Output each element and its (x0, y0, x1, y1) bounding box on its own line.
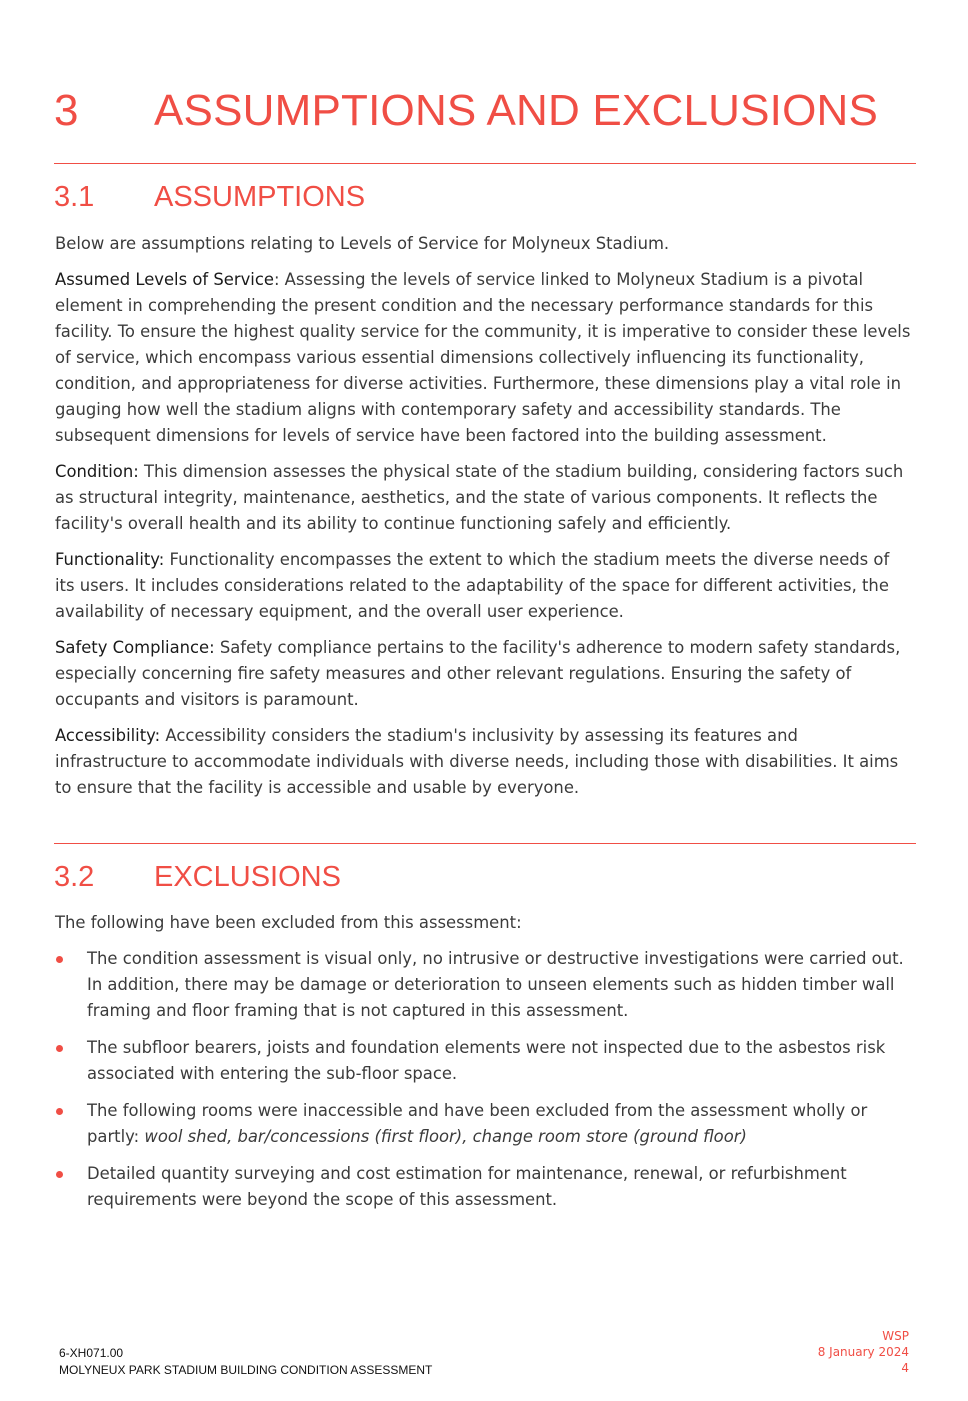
excluded-rooms: wool shed, bar/concessions (first floor)… (144, 1127, 747, 1146)
subsection-number: 3.1 (54, 181, 95, 213)
assumption-paragraph: Functionality: Functionality encompasses… (55, 547, 913, 625)
exclusions-list: The condition assessment is visual only,… (55, 946, 913, 1213)
exclusion-text: The condition assessment is visual only,… (87, 949, 904, 1020)
section-number: 3 (54, 86, 79, 135)
exclusion-item: The subfloor bearers, joists and foundat… (55, 1035, 913, 1087)
assumption-label: Safety Compliance: (55, 638, 215, 657)
subsection-heading-assumptions: 3.1 ASSUMPTIONS (54, 181, 365, 214)
exclusion-item: Detailed quantity surveying and cost est… (55, 1161, 913, 1213)
subsection-title: EXCLUSIONS (154, 861, 341, 893)
section-divider (54, 843, 916, 844)
assumption-text: : Assessing the levels of service linked… (55, 270, 911, 445)
bullet-icon (56, 1045, 63, 1052)
assumption-paragraph: Accessibility: Accessibility considers t… (55, 723, 913, 801)
footer-left: 6-XH071.00 MOLYNEUX PARK STADIUM BUILDIN… (59, 1345, 432, 1379)
assumptions-body: Below are assumptions relating to Levels… (55, 231, 913, 811)
project-code: 6-XH071.00 (59, 1346, 124, 1360)
assumption-paragraph: Assumed Levels of Service: Assessing the… (55, 267, 913, 449)
exclusion-item: The condition assessment is visual only,… (55, 946, 913, 1024)
section-title: ASSUMPTIONS AND EXCLUSIONS (154, 86, 879, 135)
assumption-text: Safety compliance pertains to the facili… (55, 638, 901, 709)
exclusion-text: Detailed quantity surveying and cost est… (87, 1164, 847, 1209)
assumption-paragraph: Safety Compliance: Safety compliance per… (55, 635, 913, 713)
assumption-label: Assumed Levels of Service (55, 270, 274, 289)
exclusions-body: The following have been excluded from th… (55, 910, 913, 1224)
company-name: WSP (882, 1329, 909, 1343)
assumption-paragraph: Condition: This dimension assesses the p… (55, 459, 913, 537)
assumption-label: Accessibility: (55, 726, 161, 745)
assumption-label: Condition: (55, 462, 139, 481)
bullet-icon (56, 956, 63, 963)
assumptions-intro: Below are assumptions relating to Levels… (55, 234, 670, 253)
exclusion-text: The following rooms were inaccessible an… (87, 1101, 868, 1146)
document-date: 8 January 2024 (817, 1345, 909, 1359)
subsection-title: ASSUMPTIONS (154, 181, 366, 213)
exclusion-text: The subfloor bearers, joists and foundat… (87, 1038, 886, 1083)
assumption-text: Functionality encompasses the extent to … (55, 550, 890, 621)
footer-right: WSP 8 January 2024 4 (818, 1328, 909, 1376)
document-title: MOLYNEUX PARK STADIUM BUILDING CONDITION… (59, 1363, 433, 1377)
assumption-label: Functionality: (55, 550, 165, 569)
section-heading: 3 ASSUMPTIONS AND EXCLUSIONS (54, 86, 878, 136)
assumption-text: Accessibility considers the stadium's in… (55, 726, 899, 797)
heading-divider (54, 163, 916, 164)
bullet-icon (56, 1108, 63, 1115)
subsection-heading-exclusions: 3.2 EXCLUSIONS (54, 861, 341, 894)
page-number: 4 (901, 1361, 909, 1375)
exclusion-item: The following rooms were inaccessible an… (55, 1098, 913, 1150)
bullet-icon (56, 1171, 63, 1178)
subsection-number: 3.2 (54, 861, 95, 893)
exclusions-intro: The following have been excluded from th… (55, 913, 522, 932)
assumption-text: This dimension assesses the physical sta… (55, 462, 904, 533)
